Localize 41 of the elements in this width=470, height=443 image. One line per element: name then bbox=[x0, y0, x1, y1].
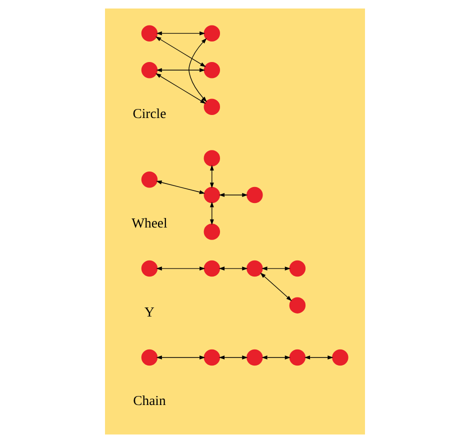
arrow bbox=[218, 193, 248, 197]
label: Circle bbox=[132, 106, 166, 121]
node-circle bbox=[289, 349, 306, 366]
node-circle bbox=[204, 186, 220, 204]
node-circle bbox=[246, 349, 263, 366]
node-circle bbox=[204, 150, 220, 166]
arrow bbox=[262, 356, 291, 360]
arrow bbox=[156, 180, 206, 194]
arrow bbox=[218, 356, 248, 360]
arrow bbox=[156, 31, 206, 36]
arrow bbox=[156, 266, 206, 271]
arrow bbox=[155, 36, 206, 68]
node-circle bbox=[289, 260, 306, 277]
arrow bbox=[210, 164, 214, 188]
node-circle bbox=[141, 25, 158, 42]
node-circle bbox=[204, 25, 220, 42]
node-circle bbox=[246, 260, 263, 277]
node-circle bbox=[141, 349, 158, 366]
node-circle bbox=[141, 62, 158, 78]
node-circle bbox=[141, 260, 158, 277]
node-circle bbox=[141, 171, 158, 188]
arrow bbox=[188, 38, 207, 102]
arrow bbox=[210, 202, 214, 226]
label: Y bbox=[144, 304, 154, 320]
arrow bbox=[218, 266, 248, 271]
node-circle bbox=[204, 62, 220, 78]
label: Wheel bbox=[132, 215, 168, 230]
node-circle bbox=[289, 297, 306, 314]
node-circle bbox=[204, 349, 220, 366]
arrow bbox=[156, 356, 206, 360]
node-circle bbox=[204, 224, 220, 240]
arrow bbox=[304, 356, 334, 360]
arrow bbox=[260, 272, 292, 302]
arrow bbox=[155, 73, 206, 104]
label: Chain bbox=[133, 393, 166, 408]
node-circle bbox=[246, 186, 263, 204]
arrow bbox=[262, 266, 291, 271]
node-circle bbox=[332, 349, 348, 366]
arrow bbox=[156, 68, 206, 72]
node-circle bbox=[204, 260, 220, 277]
node-circle bbox=[204, 98, 220, 116]
